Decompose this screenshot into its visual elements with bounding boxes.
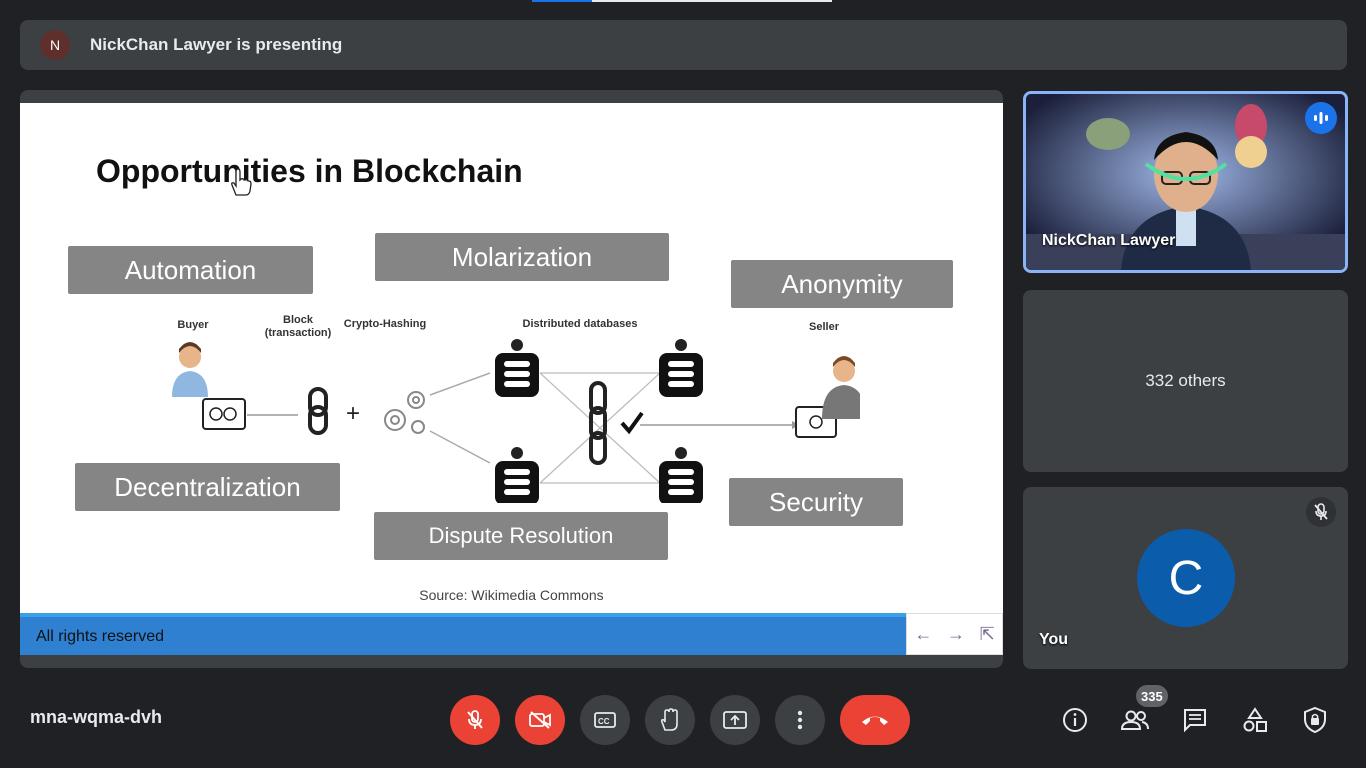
prev-slide-button[interactable]: ← — [914, 623, 933, 644]
shapes-icon — [1243, 707, 1267, 732]
present-screen-icon — [723, 711, 747, 729]
self-name: You — [1039, 631, 1069, 648]
self-avatar: C — [1137, 529, 1235, 627]
chat-button[interactable] — [1175, 700, 1215, 740]
buyer-wallet-icon — [202, 398, 246, 430]
raise-hand-button[interactable] — [645, 695, 695, 745]
meeting-details-button[interactable] — [1055, 700, 1095, 740]
svg-text:+: + — [346, 400, 360, 427]
presentation-stage: Opportunities in Blockchain Automation M… — [20, 90, 1003, 668]
self-tile[interactable]: C You — [1023, 487, 1348, 669]
mic-toggle-button[interactable] — [450, 695, 500, 745]
presenting-text: NickChan Lawyer is presenting — [90, 35, 343, 54]
presenter-name: NickChan Lawyer — [1042, 232, 1176, 249]
box-decentralization: Decentralization — [75, 463, 340, 511]
speaking-indicator-icon — [1305, 102, 1337, 134]
top-progress-strip — [532, 0, 832, 2]
check-icon — [620, 411, 644, 435]
box-anonymity: Anonymity — [731, 260, 953, 308]
exit-fullscreen-button[interactable]: ⇱ — [979, 623, 995, 644]
mic-off-icon — [467, 710, 483, 729]
chat-icon — [1184, 709, 1206, 733]
slide-nav: ← → ⇱ — [906, 613, 1003, 655]
label-block: Block (transaction) — [264, 314, 332, 339]
gears-icon — [384, 391, 425, 434]
slide-source: Source: Wikimedia Commons — [419, 587, 604, 603]
presenting-banner: N NickChan Lawyer is presenting — [20, 20, 1347, 70]
people-icon — [1120, 710, 1149, 730]
presenter-video-background — [1026, 94, 1345, 270]
mic-off-indicator-icon — [1306, 497, 1336, 527]
box-security: Security — [729, 478, 903, 526]
shield-lock-icon — [1304, 706, 1326, 734]
slide-footer: All rights reserved — [20, 613, 906, 655]
buyer-icon — [172, 342, 208, 397]
seller-icon — [822, 356, 860, 419]
block-chain-icon — [308, 387, 328, 435]
captions-button[interactable]: CC — [580, 695, 630, 745]
blockchain-diagram: + — [172, 339, 860, 503]
camera-off-icon — [529, 711, 551, 729]
captions-icon: CC — [594, 712, 616, 728]
people-button[interactable] — [1115, 700, 1155, 740]
center-chain-icon — [589, 381, 607, 465]
meeting-code: mna-wqma-dvh — [30, 707, 163, 727]
present-button[interactable] — [710, 695, 760, 745]
info-icon — [1063, 708, 1087, 732]
label-seller: Seller — [809, 321, 839, 333]
top-progress-segment — [532, 0, 592, 2]
box-molarization: Molarization — [375, 233, 669, 281]
presenter-video-tile[interactable]: NickChan Lawyer — [1023, 91, 1348, 273]
box-dispute-resolution: Dispute Resolution — [374, 512, 668, 560]
slide: Opportunities in Blockchain Automation M… — [20, 103, 1003, 655]
others-tile[interactable]: 332 others — [1023, 290, 1348, 472]
activities-button[interactable] — [1235, 700, 1275, 740]
participant-count-badge: 335 — [1136, 685, 1168, 707]
label-crypto-hashing: Crypto-Hashing — [343, 318, 427, 330]
database-icons — [495, 339, 703, 503]
more-options-button[interactable] — [775, 695, 825, 745]
footer-text: All rights reserved — [36, 628, 165, 645]
hand-cursor-icon — [231, 168, 252, 196]
presenter-avatar: N — [40, 30, 70, 60]
others-count-label: 332 others — [1145, 371, 1226, 390]
label-distributed-databases: Distributed databases — [522, 318, 638, 330]
host-controls-button[interactable] — [1295, 700, 1335, 740]
more-vert-icon — [797, 710, 803, 730]
camera-toggle-button[interactable] — [515, 695, 565, 745]
slide-title: Opportunities in Blockchain — [96, 153, 523, 189]
svg-text:CC: CC — [598, 717, 610, 726]
hang-up-icon — [862, 716, 888, 725]
leave-call-button[interactable] — [840, 695, 910, 745]
hand-icon — [660, 708, 678, 731]
box-automation: Automation — [68, 246, 313, 294]
label-buyer: Buyer — [177, 319, 209, 331]
next-slide-button[interactable]: → — [946, 623, 965, 644]
